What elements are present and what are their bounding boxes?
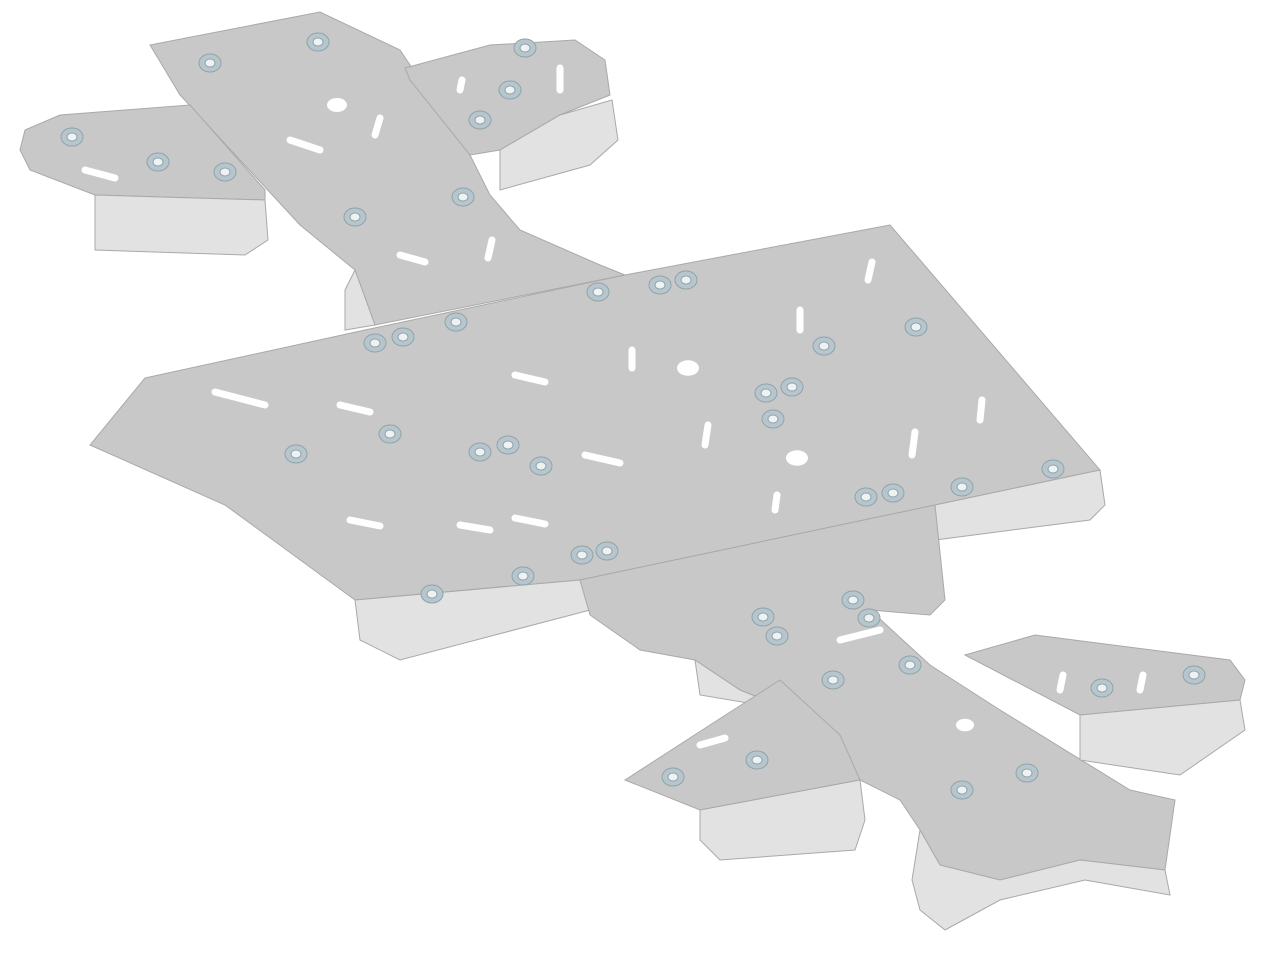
plates — [19, 11, 1246, 931]
washer-bolt — [595, 541, 619, 561]
washer-bolt — [529, 456, 553, 476]
round-hole — [956, 718, 974, 732]
washer-bolt — [765, 626, 789, 646]
slot-hole — [1136, 671, 1147, 694]
washer-bolt — [586, 282, 610, 302]
washer-bolt — [513, 38, 537, 58]
front-center-plate-side — [344, 268, 376, 331]
front-center-plate — [149, 11, 627, 326]
washer-bolt — [854, 487, 878, 507]
washer-bolt — [745, 750, 769, 770]
main-plate-side-front — [354, 579, 591, 661]
washer-bolt — [468, 442, 492, 462]
slot-hole — [836, 626, 884, 644]
washer-bolt — [570, 545, 594, 565]
slot-hole — [908, 428, 919, 459]
round-hole — [327, 98, 347, 112]
washer-bolt — [420, 584, 444, 604]
rear-center-plate-side — [911, 828, 1171, 931]
washer-bolt — [904, 317, 928, 337]
washer-bolt — [754, 383, 778, 403]
slot-hole — [581, 451, 624, 467]
washer-bolt — [674, 270, 698, 290]
slot-hole — [81, 166, 119, 182]
washer-bolt — [468, 110, 492, 130]
round-hole — [677, 360, 699, 376]
main-plate — [89, 224, 1101, 601]
washer-bolt — [898, 655, 922, 675]
washer-bolt — [751, 607, 775, 627]
front-right-arm-side — [499, 99, 619, 191]
washer-bolt — [451, 187, 475, 207]
slot-hole — [701, 421, 712, 449]
rear-left-arm-side — [699, 779, 866, 861]
slot-hole — [371, 114, 384, 139]
washer-bolt — [60, 127, 84, 147]
washer-bolt — [1015, 763, 1039, 783]
washer-bolt — [857, 608, 881, 628]
slot-hole — [456, 521, 494, 534]
slot-hole — [346, 516, 384, 530]
slot-hole — [286, 136, 324, 154]
washer-bolt — [881, 483, 905, 503]
slot-hole — [511, 371, 549, 386]
slot-hole — [211, 388, 269, 409]
washer-bolt — [284, 444, 308, 464]
washer-bolt — [198, 53, 222, 73]
washer-bolt — [1041, 459, 1065, 479]
washer-bolt — [950, 477, 974, 497]
washers — [60, 32, 1206, 800]
washer-bolt — [496, 435, 520, 455]
washer-bolt — [146, 152, 170, 172]
washer-bolt — [761, 409, 785, 429]
washer-bolt — [661, 767, 685, 787]
front-left-arm-side — [94, 194, 269, 256]
washer-bolt — [780, 377, 804, 397]
slot-hole — [511, 514, 549, 528]
washer-bolt — [1090, 678, 1114, 698]
slot-hole — [771, 491, 781, 514]
slot-hole — [696, 734, 729, 749]
slot-hole — [484, 236, 496, 262]
washer-bolt — [511, 566, 535, 586]
slot-hole — [976, 396, 986, 424]
slot-hole — [1056, 671, 1067, 694]
slots — [81, 64, 1147, 749]
washer-bolt — [444, 312, 468, 332]
slot-hole — [396, 251, 429, 266]
washer-bolt — [648, 275, 672, 295]
washer-bolt — [1182, 665, 1206, 685]
washer-bolt — [498, 80, 522, 100]
washer-bolt — [378, 424, 402, 444]
washer-bolt — [821, 670, 845, 690]
washer-bolt — [363, 333, 387, 353]
washer-bolt — [213, 162, 237, 182]
washer-bolt — [841, 590, 865, 610]
slot-hole — [864, 258, 876, 284]
washer-bolt — [306, 32, 330, 52]
rear-right-arm-side — [1079, 699, 1246, 776]
slot-hole — [336, 401, 374, 416]
washer-bolt — [391, 327, 415, 347]
washer-bolt — [343, 207, 367, 227]
round-hole — [786, 450, 808, 466]
washer-bolt — [950, 780, 974, 800]
washer-bolt — [812, 336, 836, 356]
slot-hole — [456, 76, 466, 94]
